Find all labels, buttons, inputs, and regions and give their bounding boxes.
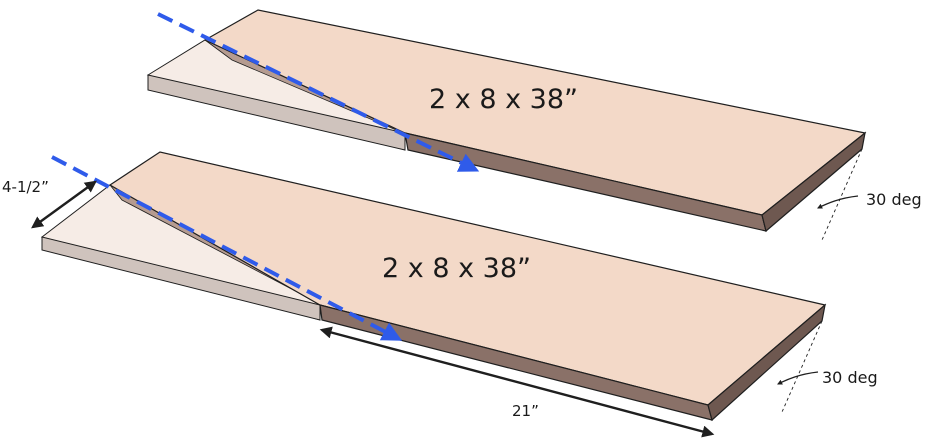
bottom-angle-reference-line: [781, 320, 823, 413]
bottom-angle-pointer-arrow: [777, 371, 819, 385]
bottom-cut-piece-edge: [41, 236, 321, 321]
width-dimension-arrow: [31, 180, 97, 229]
bottom-board-label: 2 x 8 x 38”: [382, 253, 531, 284]
top-cut-piece-edge: [147, 74, 406, 151]
top-angle-reference-line: [821, 148, 863, 241]
top-board: 2 x 8 x 38” 30 deg: [146, 9, 922, 241]
top-angle-label: 30 deg: [866, 190, 922, 209]
top-angle-pointer-arrow: [817, 195, 859, 209]
width-dimension-label: 4-1/2”: [2, 178, 49, 196]
bottom-board: 2 x 8 x 38” 30 deg 4-1/2” 21”: [2, 151, 878, 438]
length-dimension-label: 21”: [512, 402, 539, 420]
bottom-angle-label: 30 deg: [822, 368, 878, 387]
top-cut-line: [157, 12, 480, 172]
length-dimension-arrow: [319, 326, 715, 438]
top-board-label: 2 x 8 x 38”: [429, 84, 578, 115]
bottom-cut-line: [51, 155, 403, 341]
